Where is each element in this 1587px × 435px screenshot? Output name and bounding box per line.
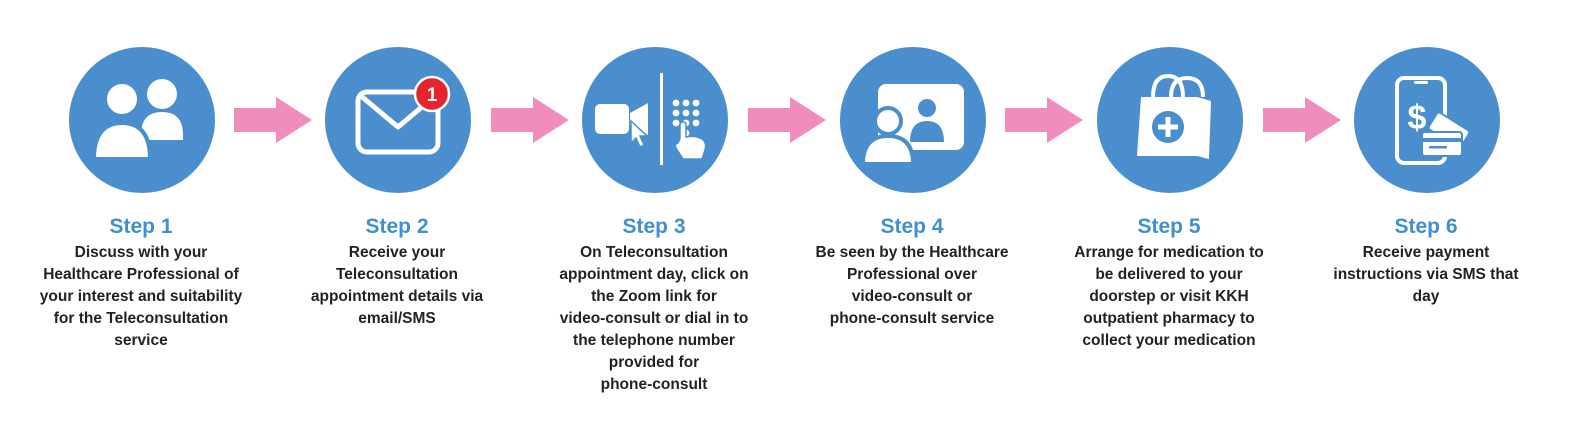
arrow-right-icon — [748, 97, 826, 143]
step-5-line: be delivered to your — [1095, 266, 1243, 283]
step-6-description: Receive payment instructions via SMS tha… — [1306, 242, 1546, 308]
step-5-line: collect your medication — [1082, 332, 1256, 349]
step-3-line: the Zoom link for — [591, 288, 717, 305]
step-4-line: video-consult or — [851, 288, 973, 305]
step-6-line: instructions via SMS that — [1333, 266, 1519, 283]
video-consult-icon — [860, 84, 964, 166]
step-2-line: email/SMS — [358, 310, 436, 327]
step-3-line: the telephone number — [573, 332, 735, 349]
medication-bag-icon — [1137, 73, 1211, 159]
step-2-title: Step 2 — [365, 215, 429, 238]
step-3-line: video-consult or dial in to — [559, 310, 749, 327]
notification-badge — [413, 75, 451, 113]
step-5-description: Arrange for medication to be delivered t… — [1049, 242, 1289, 352]
step-4-title: Step 4 — [880, 215, 944, 238]
step-4-circle — [840, 47, 986, 193]
step-2-description: Receive your Teleconsultation appointmen… — [277, 242, 517, 330]
people-icon — [91, 79, 183, 161]
step-6-title: Step 6 — [1394, 215, 1458, 238]
step-2-line: appointment details via — [310, 288, 484, 305]
arrow-right-icon — [1005, 97, 1083, 143]
step-1-line: Healthcare Professional of — [43, 266, 239, 283]
step-1-line: service — [114, 332, 168, 349]
step-6-line: day — [1412, 288, 1440, 305]
svg-text:$: $ — [1408, 99, 1427, 137]
video-dialpad-icon — [595, 73, 707, 165]
step-6: $ Step 6 Receive payment instructions vi… — [1306, 0, 1546, 435]
step-1-description: Discuss with your Healthcare Professiona… — [21, 242, 261, 352]
step-5-line: doorstep or visit KKH — [1089, 288, 1249, 305]
notification-badge-count: 1 — [427, 85, 438, 106]
payment-phone-icon: $ — [1395, 76, 1471, 165]
step-4-line: Be seen by the Healthcare — [815, 244, 1009, 261]
arrow-right-icon — [234, 97, 312, 143]
step-1-line: Discuss with your — [74, 244, 208, 261]
step-4-description: Be seen by the Healthcare Professional o… — [792, 242, 1032, 330]
step-5-circle — [1097, 47, 1243, 193]
step-2-circle: 1 — [325, 47, 471, 193]
step-6-circle: $ — [1354, 47, 1500, 193]
step-2-line: Teleconsultation — [335, 266, 458, 283]
step-4-line: Professional over — [846, 266, 978, 283]
step-4-line: phone-consult service — [829, 310, 995, 327]
step-5-line: Arrange for medication to — [1074, 244, 1264, 261]
step-3-circle — [582, 47, 728, 193]
step-5-title: Step 5 — [1137, 215, 1201, 238]
email-notification-icon: 1 — [355, 75, 451, 155]
step-4: Step 4 Be seen by the Healthcare Profess… — [792, 0, 1032, 435]
arrow-right-icon — [1263, 97, 1341, 143]
step-5: Step 5 Arrange for medication to be deli… — [1049, 0, 1289, 435]
step-1: Step 1 Discuss with your Healthcare Prof… — [21, 0, 261, 435]
step-3-description: On Teleconsultation appointment day, cli… — [534, 242, 774, 396]
step-3-line: appointment day, click on — [559, 266, 749, 283]
step-1-title: Step 1 — [109, 215, 173, 238]
step-1-line: your interest and suitability — [39, 288, 243, 305]
step-1-circle — [69, 47, 215, 193]
step-5-line: outpatient pharmacy to — [1083, 310, 1255, 327]
step-3: Step 3 On Teleconsultation appointment d… — [534, 0, 774, 435]
step-6-line: Receive payment — [1362, 244, 1490, 261]
step-1-line: for the Teleconsultation — [53, 310, 229, 327]
step-3-line: On Teleconsultation — [580, 244, 728, 261]
step-2: 1 Step 2 Receive your Teleconsultation a… — [277, 0, 517, 435]
arrow-right-icon — [491, 97, 569, 143]
step-3-line: provided for — [608, 354, 700, 371]
step-3-line: phone-consult — [600, 376, 708, 393]
step-3-title: Step 3 — [622, 215, 686, 238]
step-2-line: Receive your — [348, 244, 446, 261]
